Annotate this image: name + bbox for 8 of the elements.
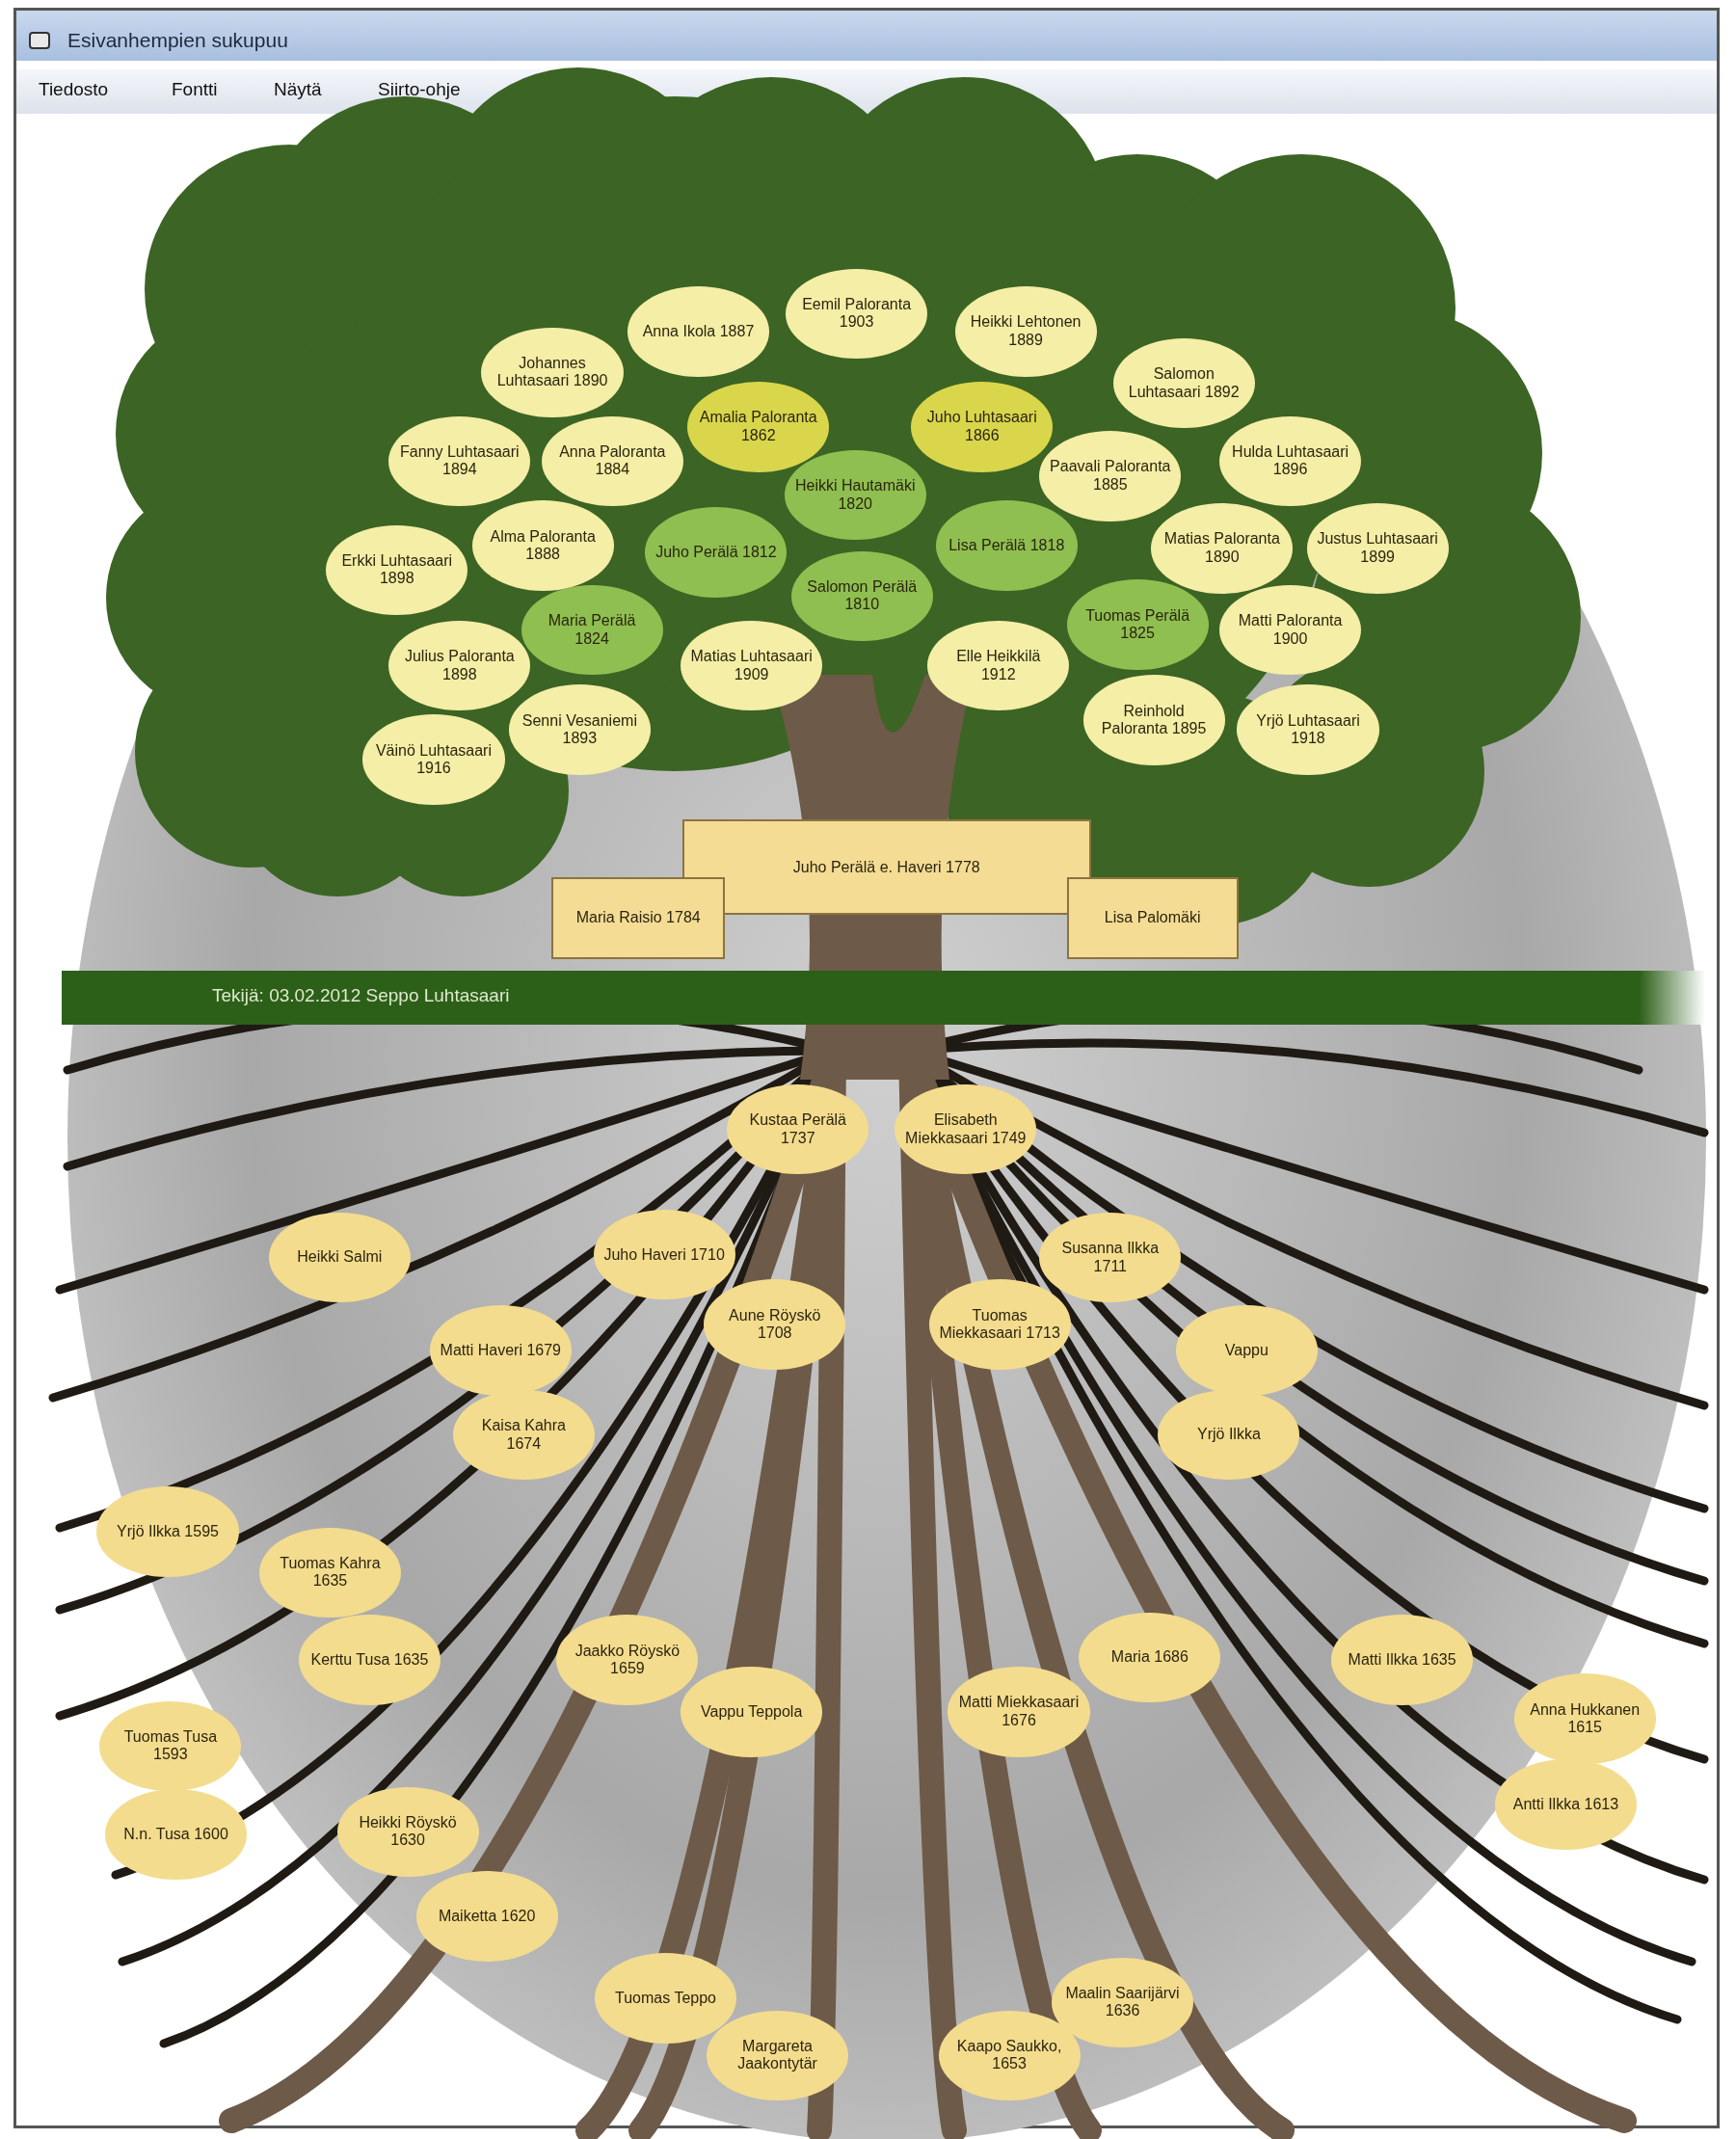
- menu-item: Siirto-ohje: [378, 79, 461, 100]
- menu-item: Näytä: [274, 79, 322, 100]
- author-note: Tekijä: 03.02.2012 Seppo Luhtasaari: [212, 985, 510, 1006]
- window-title: Esivanhempien sukupuu: [67, 29, 288, 52]
- menu-item: Tiedosto: [39, 79, 109, 100]
- name-card: Maria Raisio 1784: [551, 876, 726, 959]
- menu-item: Fontti: [172, 79, 218, 100]
- name-card: Lisa Palomäki: [1066, 876, 1239, 959]
